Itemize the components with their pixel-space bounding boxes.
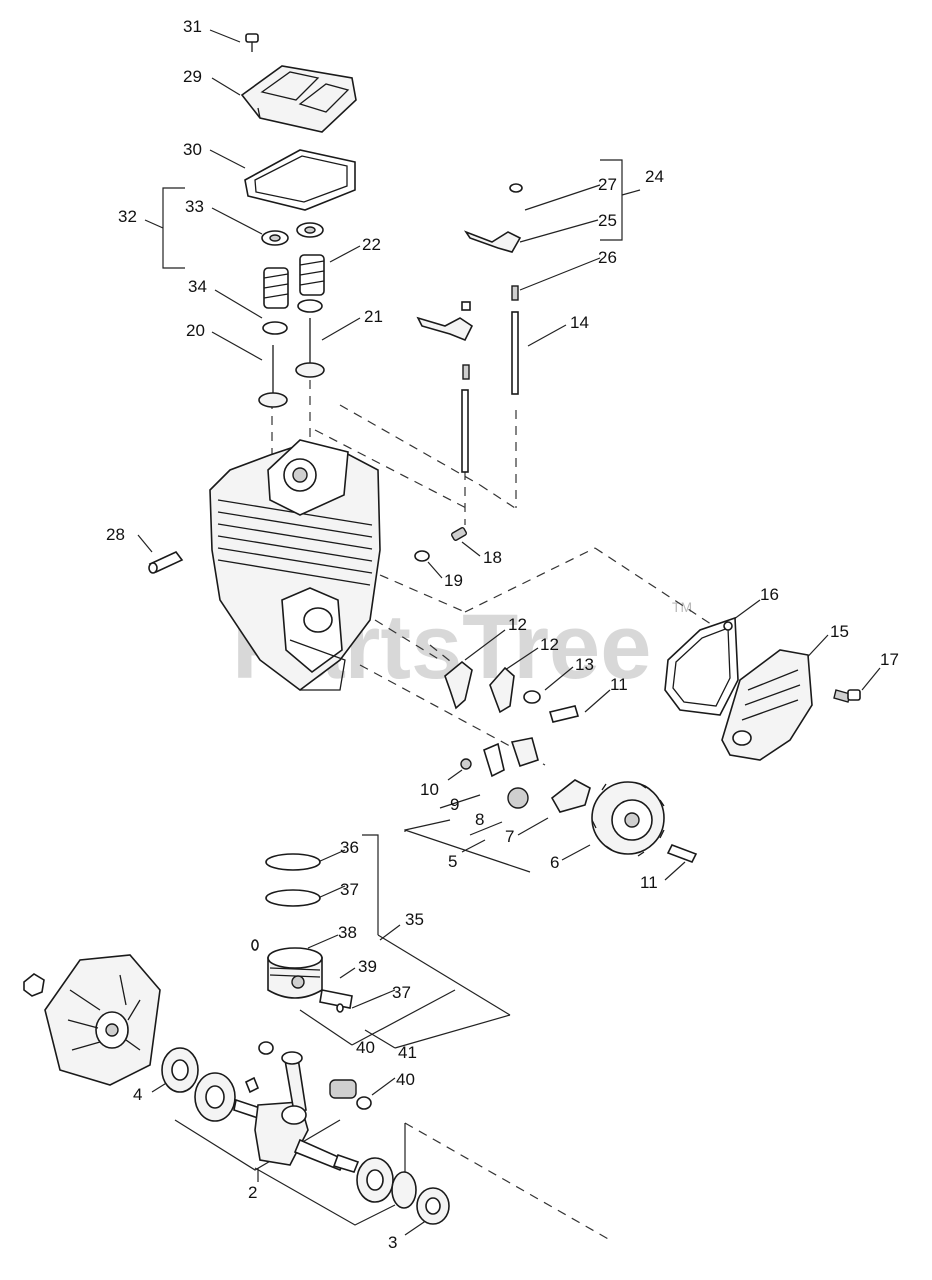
- callout-25: 25: [598, 211, 617, 230]
- callout-15: 15: [830, 622, 849, 641]
- callout-5: 5: [448, 852, 457, 871]
- callout-3: 3: [388, 1233, 397, 1252]
- dowel-pin-part: [148, 551, 184, 574]
- piston-part: [267, 947, 323, 999]
- assembly-dash-lines: [271, 380, 721, 1241]
- spring-seats-part: [262, 299, 323, 335]
- callout-40-b: 40: [396, 1070, 415, 1089]
- callout-6: 6: [550, 853, 559, 872]
- callout-31: 31: [183, 17, 202, 36]
- callout-22: 22: [362, 235, 381, 254]
- callout-29: 29: [183, 67, 202, 86]
- needle-bearing-part: [244, 1041, 372, 1110]
- callout-28: 28: [106, 525, 125, 544]
- camshaft-assembly-part: [460, 737, 665, 857]
- callout-10: 10: [420, 780, 439, 799]
- callout-19: 19: [444, 571, 463, 590]
- callout-12-b: 12: [540, 635, 559, 654]
- callout-37-a: 37: [340, 880, 359, 899]
- watermark-trademark: TM: [672, 599, 692, 615]
- crank-gear-bearing-part: [356, 1157, 450, 1225]
- valve-springs-part: [263, 254, 325, 309]
- callout-17: 17: [880, 650, 899, 669]
- callout-labels: 31 29 30 32 33 22 34 20 21 27 24 25 26 1…: [106, 17, 899, 1252]
- head-cover-part: [240, 65, 357, 133]
- callout-33: 33: [185, 197, 204, 216]
- callout-26: 26: [598, 248, 617, 267]
- push-rods-part: [461, 311, 519, 473]
- callout-2: 2: [248, 1183, 257, 1202]
- callout-20: 20: [186, 321, 205, 340]
- callout-12-a: 12: [508, 615, 527, 634]
- crankcase-cover-part: [721, 649, 813, 761]
- cover-screw-part: [245, 33, 259, 52]
- callout-41: 41: [398, 1043, 417, 1062]
- callout-36: 36: [340, 838, 359, 857]
- callout-40-a: 40: [356, 1038, 375, 1057]
- callout-7: 7: [505, 827, 514, 846]
- governor-arms-part: [444, 660, 515, 714]
- guide-pin-right-part: [666, 843, 698, 864]
- callout-30: 30: [183, 140, 202, 159]
- callout-39: 39: [358, 957, 377, 976]
- guide-pin-part: [548, 705, 580, 723]
- callout-16: 16: [760, 585, 779, 604]
- callout-8: 8: [475, 810, 484, 829]
- callout-37-b: 37: [392, 983, 411, 1002]
- cover-bolt-part: [833, 689, 861, 703]
- valve-retainers-part: [261, 222, 324, 246]
- washer-part: [414, 550, 430, 562]
- callout-38: 38: [338, 923, 357, 942]
- callout-34: 34: [188, 277, 207, 296]
- cylinder-block-part: [209, 439, 381, 691]
- callout-18: 18: [483, 548, 502, 567]
- callout-4: 4: [133, 1085, 142, 1104]
- leader-lines: [137, 29, 881, 1236]
- callout-11-b: 11: [640, 873, 658, 892]
- crankshaft-part: [233, 1051, 360, 1173]
- piston-rings-part: [265, 853, 321, 907]
- callout-21: 21: [364, 307, 383, 326]
- adjust-screw-part: [450, 527, 468, 541]
- crank-bearings-part: [161, 1047, 236, 1122]
- callout-9: 9: [450, 795, 459, 814]
- callout-27: 27: [598, 175, 617, 194]
- valves-part: [258, 318, 325, 408]
- callout-32: 32: [118, 207, 137, 226]
- thrust-washer-part: [523, 690, 541, 704]
- callout-13: 13: [575, 655, 594, 674]
- callout-14: 14: [570, 313, 589, 332]
- flywheel-part: [23, 954, 161, 1086]
- crankcase-gasket-part: [664, 616, 739, 716]
- cover-gasket-part: [244, 149, 356, 211]
- callout-35: 35: [405, 910, 424, 929]
- callout-11-a: 11: [610, 675, 628, 694]
- rocker-arms-part: [416, 183, 523, 380]
- callout-24: 24: [645, 167, 664, 186]
- piston-pin-part: [251, 939, 353, 1013]
